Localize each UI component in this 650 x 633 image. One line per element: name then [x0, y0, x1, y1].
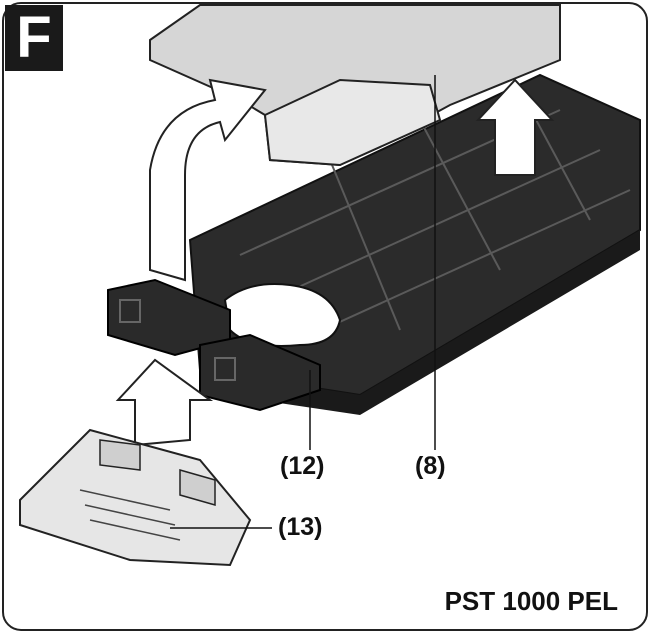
- cover-plate: [19, 428, 252, 567]
- callout-13: (13): [278, 513, 323, 541]
- direction-arrows: [115, 78, 555, 447]
- model-name: PST 1000 PEL: [444, 586, 618, 616]
- up-arrow-cover: [115, 358, 214, 447]
- shoe-clips: [107, 278, 321, 412]
- jigsaw-body: [149, 4, 561, 167]
- callout-12: (12): [280, 452, 325, 480]
- curved-arrow: [149, 78, 267, 282]
- up-arrow-body: [475, 78, 555, 176]
- panel-letter-badge: F: [5, 5, 63, 71]
- leader-lines: [170, 75, 436, 529]
- callout-8: (8): [415, 452, 446, 480]
